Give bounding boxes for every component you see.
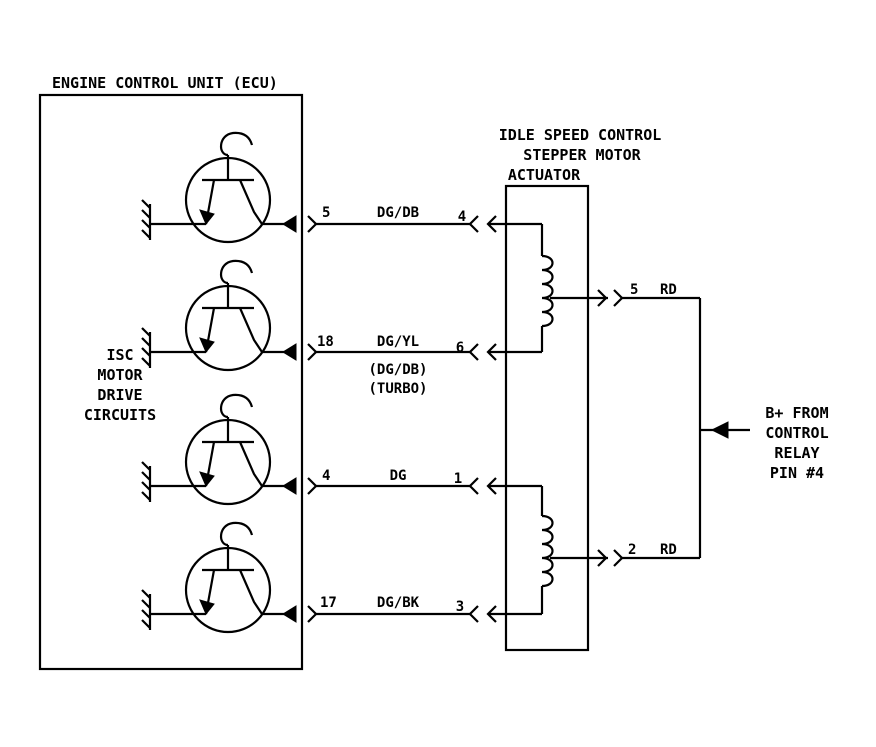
wire-color-alt-label: (DG/DB) — [368, 362, 427, 378]
ecu-drive-label-2: MOTOR — [97, 366, 143, 384]
actuator-box — [504, 184, 590, 652]
ecu-drive-label-4: CIRCUITS — [84, 406, 156, 424]
power-label-3: RELAY — [774, 444, 819, 462]
ecu-pin-label: 18 — [317, 334, 334, 350]
npn-transistor-icon — [150, 393, 297, 506]
coil-icon — [540, 224, 608, 352]
wire-color-label: DG/YL — [377, 334, 419, 350]
feed-pin-label: 2 — [628, 542, 636, 558]
ecu-drive-label-3: DRIVE — [97, 386, 142, 404]
actuator-pin-label: 1 — [454, 471, 462, 487]
npn-transistor-icon — [150, 521, 297, 634]
arrow-icon — [710, 421, 729, 439]
wire-color-label: DG/DB — [377, 205, 419, 221]
ecu-pin-label: 4 — [322, 468, 330, 484]
ecu-block: ENGINE CONTROL UNIT (ECU) ISC MOTOR DRIV… — [38, 74, 304, 671]
wire-color-note-label: (TURBO) — [368, 381, 427, 397]
wire-circuit-1: 5 DG/DB 4 — [307, 205, 542, 233]
feed-wire-label: RD — [660, 542, 677, 558]
wire-circuit-4: 17 DG/BK 3 — [307, 595, 542, 623]
ecu-title: ENGINE CONTROL UNIT (ECU) — [52, 74, 278, 92]
npn-transistor-icon — [150, 259, 297, 372]
actuator-title-3: ACTUATOR — [508, 166, 581, 184]
ecu-pin-label: 5 — [322, 205, 330, 221]
actuator-pin-label: 6 — [456, 340, 464, 356]
ecu-pin-label: 17 — [320, 595, 337, 611]
ecu-box — [38, 93, 304, 671]
feed-circuit-1: 5 RD — [597, 282, 700, 307]
ground-icon — [141, 327, 152, 368]
power-label-4: PIN #4 — [770, 464, 824, 482]
npn-transistor-icon — [150, 131, 297, 244]
wire-color-label: DG/BK — [377, 595, 420, 611]
ground-icon — [141, 199, 152, 240]
wire-color-label: DG — [390, 468, 407, 484]
feed-pin-label: 5 — [630, 282, 638, 298]
actuator-block: IDLE SPEED CONTROL STEPPER MOTOR ACTUATO… — [499, 126, 662, 652]
wire-circuit-2: 18 DG/YL (DG/DB) (TURBO) 6 — [307, 334, 542, 397]
wire-circuit-3: 4 DG 1 — [307, 468, 542, 495]
power-label-2: CONTROL — [765, 424, 828, 442]
actuator-title-1: IDLE SPEED CONTROL — [499, 126, 662, 144]
feed-wire-label: RD — [660, 282, 677, 298]
ground-icon — [141, 461, 152, 502]
actuator-pin-label: 3 — [456, 599, 464, 615]
power-feed: B+ FROM CONTROL RELAY PIN #4 — [698, 298, 829, 558]
ecu-drive-label-1: ISC — [106, 346, 133, 364]
feed-circuit-2: 2 RD — [597, 542, 700, 567]
power-label-1: B+ FROM — [765, 404, 828, 422]
ground-icon — [141, 589, 152, 630]
actuator-pin-label: 4 — [458, 209, 466, 225]
coil-icon — [540, 486, 608, 614]
actuator-title-2: STEPPER MOTOR — [523, 146, 641, 164]
